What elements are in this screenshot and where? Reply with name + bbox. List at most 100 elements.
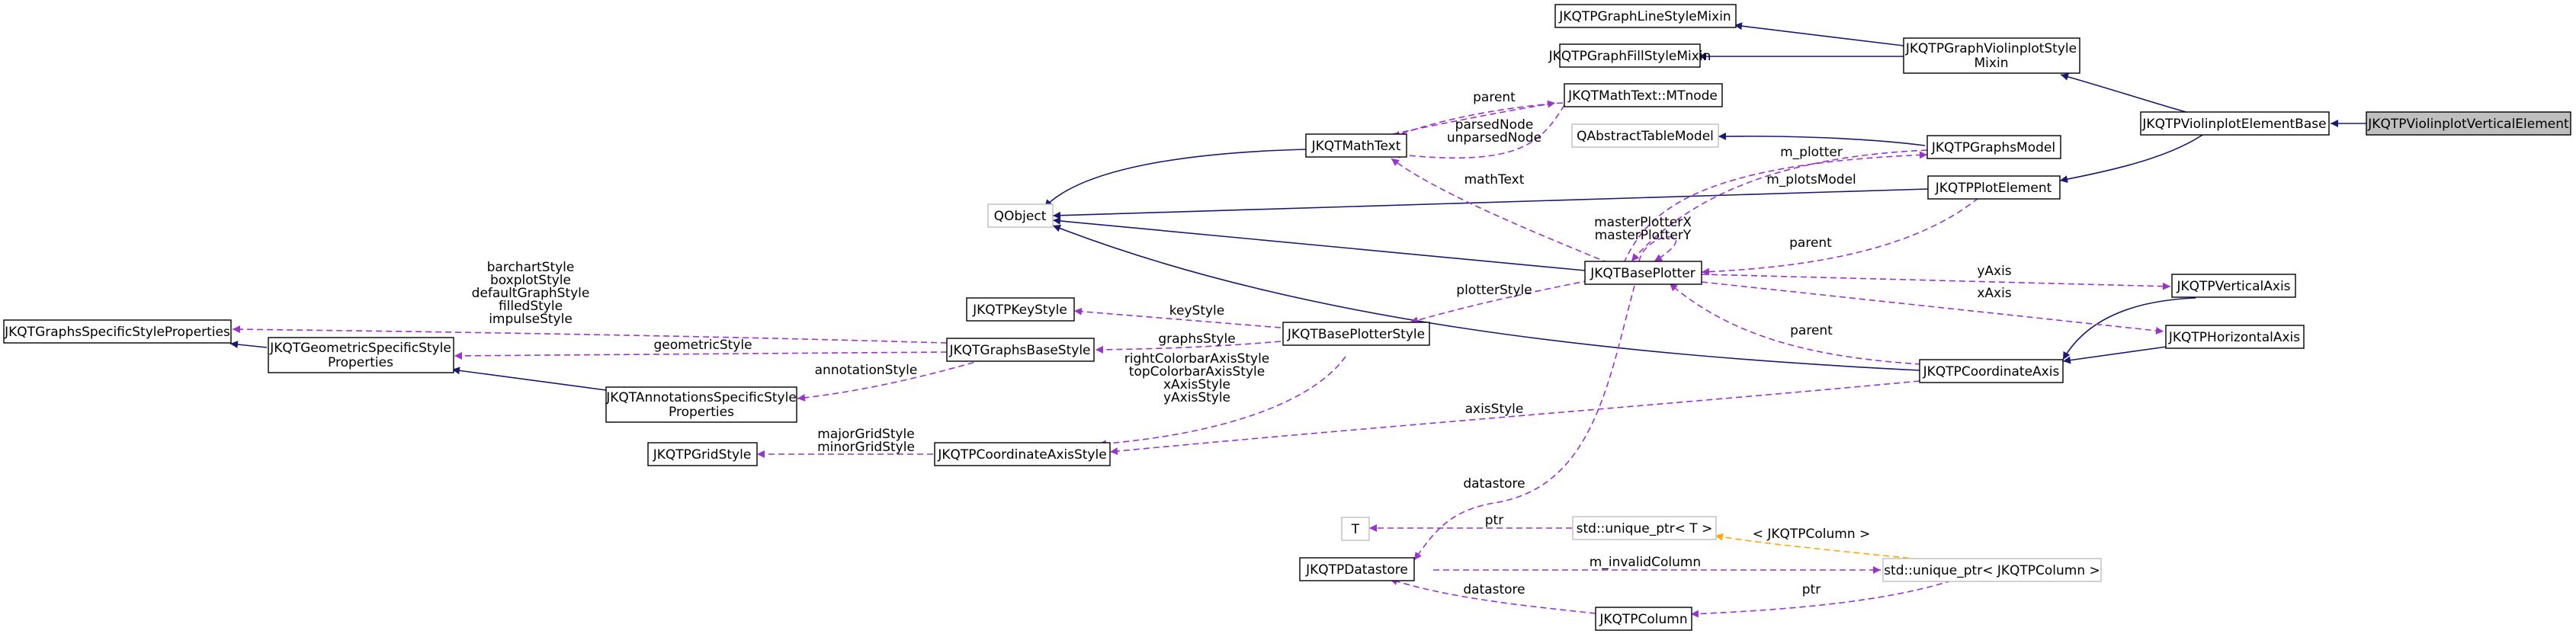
svg-text:JKQTBasePlotter: JKQTBasePlotter [1590, 266, 1695, 281]
label-template-arg: < JKQTPColumn > [1753, 527, 1871, 542]
svg-text:JKQTPHorizontalAxis: JKQTPHorizontalAxis [2168, 330, 2300, 345]
edge-graphs-base-style-to-geometric [454, 351, 948, 360]
svg-text:QObject: QObject [994, 209, 1047, 224]
label-geometric-style: geometricStyle [653, 338, 752, 353]
edge-base-plotter-to-mathtext [1391, 158, 1609, 264]
edge-base-plotter-to-horizontal-axis [1701, 281, 2164, 335]
label-major-grid-style: majorGridStyle [817, 427, 914, 442]
node-violinplot-style-mixin[interactable]: JKQTPGraphViolinplotStyle Mixin [1903, 37, 2080, 74]
node-graphs-base-style[interactable]: JKQTGraphsBaseStyle [946, 338, 1095, 362]
node-base-plotter-style[interactable]: JKQTBasePlotterStyle [1282, 322, 1430, 346]
node-coordinate-axis-style[interactable]: JKQTPCoordinateAxisStyle [934, 442, 1111, 466]
svg-text:JKQTPCoordinateAxisStyle: JKQTPCoordinateAxisStyle [937, 447, 1106, 463]
node-qabstract-table-model[interactable]: QAbstractTableModel [1571, 123, 1719, 148]
label-y-axis: yAxis [1977, 264, 2011, 279]
svg-text:JKQTMathText::MTnode: JKQTMathText::MTnode [1567, 88, 1718, 104]
node-vertical-axis[interactable]: JKQTPVerticalAxis [2171, 274, 2296, 298]
edge-style-mixin-to-line-mixin [1734, 22, 1904, 46]
edge-unique-ptr-column-to-unique-ptr-t [1715, 533, 1930, 561]
svg-text:JKQTPCoordinateAxis: JKQTPCoordinateAxis [1923, 364, 2060, 379]
edge-base-plotter-style-to-coordinate-axis-style [1098, 356, 1346, 448]
edge-mathtext-to-qobject [1044, 149, 1307, 208]
svg-text:JKQTPGraphFillStyleMixin: JKQTPGraphFillStyleMixin [1548, 49, 1711, 64]
node-annotations-specific-style-properties[interactable]: JKQTAnnotationsSpecificStyle Properties [605, 386, 797, 423]
svg-text:JKQTPColumn: JKQTPColumn [1599, 612, 1687, 627]
label-minor-grid-style: minorGridStyle [817, 440, 915, 455]
node-coordinate-axis[interactable]: JKQTPCoordinateAxis [1919, 359, 2064, 383]
node-unique-ptr-t[interactable]: std::unique_ptr< T > [1572, 516, 1717, 540]
edge-vertical-axis-to-coordinate-axis [2062, 297, 2196, 360]
node-graphs-model[interactable]: JKQTPGraphsModel [1926, 135, 2061, 159]
node-geometric-specific-style-properties[interactable]: JKQTGeometricSpecificStyle Properties [268, 337, 454, 373]
node-template-t[interactable]: T [1341, 517, 1370, 541]
node-mathtext-mtnode[interactable]: JKQTMathText::MTnode [1564, 83, 1723, 107]
svg-text:JKQTPGridStyle: JKQTPGridStyle [653, 447, 752, 463]
svg-text:Properties: Properties [669, 405, 734, 420]
node-plot-element[interactable]: JKQTPPlotElement [1927, 175, 2061, 200]
svg-text:JKQTPKeyStyle: JKQTPKeyStyle [972, 303, 1067, 318]
node-base-plotter[interactable]: JKQTBasePlotter [1584, 261, 1702, 285]
edge-mtnode-to-mathtext-parent [1392, 102, 1564, 138]
svg-text:JKQTPViolinplotVerticalElement: JKQTPViolinplotVerticalElement [2367, 117, 2569, 132]
svg-text:T: T [1351, 522, 1360, 537]
edges [229, 22, 2366, 618]
node-grid-style[interactable]: JKQTPGridStyle [647, 442, 758, 466]
label-ptr-column: ptr [1802, 582, 1821, 597]
edge-labels: parent parsedNode unparsedNode mathText … [472, 90, 2012, 597]
label-plotter-style: plotterStyle [1456, 283, 1532, 298]
node-unique-ptr-column[interactable]: std::unique_ptr< JKQTPColumn > [1882, 558, 2102, 582]
node-horizontal-axis[interactable]: JKQTPHorizontalAxis [2165, 325, 2305, 349]
edge-graphs-model-to-qabstract-table-model [1718, 132, 1926, 146]
label-barchart-style: barchartStyle [487, 260, 575, 275]
svg-text:std::unique_ptr< T >: std::unique_ptr< T > [1577, 521, 1713, 536]
node-violinplot-vertical-element[interactable]: JKQTPViolinplotVerticalElement [2366, 111, 2571, 136]
nodes: JKQTPGraphLineStyleMixin JKQTPGraphFillS… [3, 4, 2571, 631]
edge-geometric-to-graphs-specific [229, 341, 268, 349]
label-m-invalid-column: m_invalidColumn [1590, 555, 1701, 570]
edge-annotations-to-geometric [451, 367, 607, 391]
edge-coordinate-axis-to-base-plotter [1669, 283, 1922, 365]
edge-graphs-base-style-to-graphs-specific [232, 325, 948, 344]
node-qobject[interactable]: QObject [987, 203, 1054, 228]
edge-base-plotter-to-datastore [1413, 285, 1635, 561]
node-column[interactable]: JKQTPColumn [1595, 607, 1692, 631]
label-right-colorbar-axis-style: rightColorbarAxisStyle [1124, 351, 1270, 367]
label-master-plotter-x: masterPlotterX [1594, 215, 1692, 230]
edge-horizontal-axis-to-coordinate-axis [2062, 346, 2167, 364]
svg-text:JKQTPDatastore: JKQTPDatastore [1305, 562, 1408, 578]
edge-base-plotter-to-qobject [1052, 216, 1586, 271]
edge-graphs-model-to-base-plotter [1631, 149, 1928, 262]
edge-base-plotter-style-to-graphs-base-style [1095, 341, 1282, 354]
label-master-plotter-y: masterPlotterY [1595, 228, 1692, 243]
node-graphs-specific-style-properties[interactable]: JKQTGraphsSpecificStyleProperties [3, 319, 232, 344]
node-key-style[interactable]: JKQTPKeyStyle [966, 297, 1075, 322]
svg-text:Mixin: Mixin [1975, 56, 2009, 71]
label-key-style: keyStyle [1169, 303, 1224, 319]
svg-text:JKQTGraphsBaseStyle: JKQTGraphsBaseStyle [948, 343, 1090, 358]
label-x-axis-style: xAxisStyle [1163, 377, 1230, 392]
label-datastore-column: datastore [1463, 582, 1525, 597]
svg-text:JKQTPVerticalAxis: JKQTPVerticalAxis [2176, 279, 2290, 294]
edge-plot-element-to-base-plotter [1701, 197, 1979, 276]
label-graphs-style: graphsStyle [1158, 331, 1235, 347]
node-mathtext[interactable]: JKQTMathText [1305, 133, 1407, 158]
node-graph-line-style-mixin[interactable]: JKQTPGraphLineStyleMixin [1554, 4, 1737, 28]
edge-unique-ptr-column-to-column [1690, 580, 1952, 618]
node-violinplot-element-base[interactable]: JKQTPViolinplotElementBase [2140, 111, 2330, 136]
svg-text:JKQTPViolinplotElementBase: JKQTPViolinplotElementBase [2141, 117, 2326, 132]
svg-text:QAbstractTableModel: QAbstractTableModel [1577, 129, 1714, 144]
svg-text:JKQTAnnotationsSpecificStyle: JKQTAnnotationsSpecificStyle [605, 390, 797, 405]
edge-base-plotter-to-graphs-model [1623, 151, 1928, 264]
label-axis-style: axisStyle [1465, 402, 1524, 417]
svg-text:JKQTPGraphLineStyleMixin: JKQTPGraphLineStyleMixin [1558, 9, 1731, 24]
node-graph-fill-style-mixin[interactable]: JKQTPGraphFillStyleMixin [1548, 43, 1711, 68]
svg-text:std::unique_ptr< JKQTPColumn >: std::unique_ptr< JKQTPColumn > [1884, 563, 2100, 578]
edge-element-base-to-style-mixin [2060, 72, 2198, 116]
label-datastore: datastore [1463, 476, 1525, 492]
node-datastore[interactable]: JKQTPDatastore [1299, 557, 1415, 581]
edge-graphs-base-style-to-annotations [797, 359, 984, 402]
edge-base-plotter-to-base-plotter-style [1410, 280, 1590, 325]
edge-coordinate-axis-to-coordinate-axis-style [1109, 380, 1920, 456]
label-unparsed-node: unparsedNode [1447, 130, 1541, 146]
